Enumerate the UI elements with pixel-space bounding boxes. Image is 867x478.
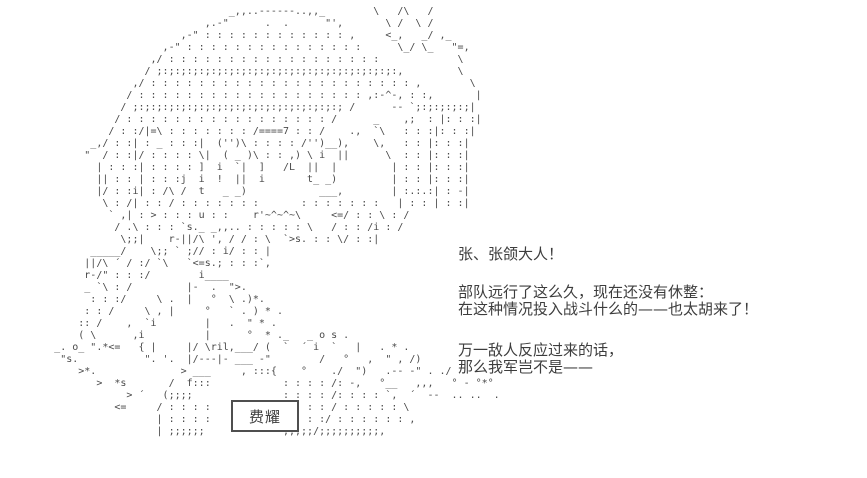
speaker-name: 费耀 bbox=[248, 407, 281, 426]
ascii-art-portrait: _,,..------..,,_ \ /\ / ,.-" . . "', \ /… bbox=[54, 6, 500, 437]
dialogue-line-1: 张、张颌大人！ bbox=[458, 245, 564, 263]
speaker-name-box: 费耀 bbox=[231, 400, 299, 432]
dialogue-line-2: 部队远行了这么久，现在还没有休整： bbox=[458, 283, 714, 301]
dialogue-line-5: 那么我军岂不是—— bbox=[458, 358, 594, 376]
dialogue-line-3: 在这种情况投入战斗什么的——也太胡来了！ bbox=[458, 300, 759, 318]
dialogue-line-4: 万一敌人反应过来的话， bbox=[458, 341, 624, 359]
